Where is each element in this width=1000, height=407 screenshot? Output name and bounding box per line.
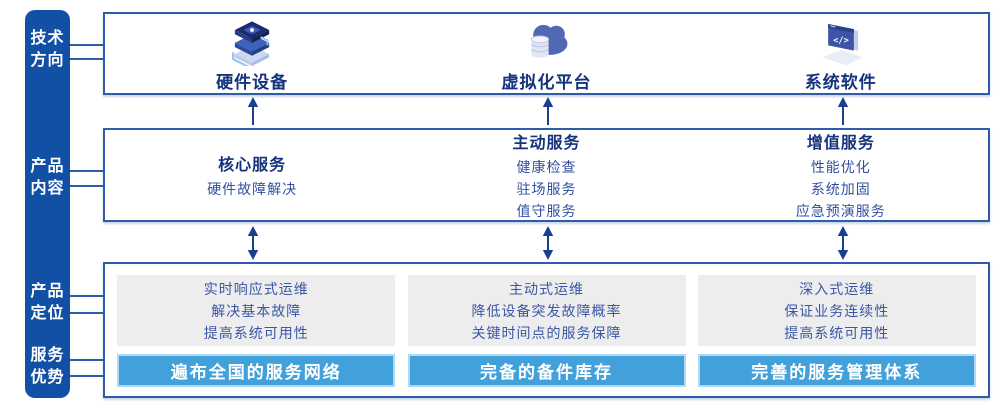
positioning-line: 实时响应式运维 <box>203 280 309 297</box>
server-stack-icon <box>232 21 270 66</box>
up-arrow <box>247 97 259 125</box>
content-column-proactive: 主动服务 健康检查 驻场服务 值守服务 <box>399 130 693 220</box>
connector-line <box>70 295 103 297</box>
up-arrow <box>837 97 849 125</box>
tech-column-virtualization: 虚拟化平台 <box>399 14 693 93</box>
product-content-box: 核心服务 硬件故障解决 主动服务 健康检查 驻场服务 值守服务 增值服务 性能优… <box>103 128 990 222</box>
advantage-banner: 完备的备件库存 <box>407 354 686 387</box>
service-item: 应急预演服务 <box>795 202 886 219</box>
tech-label-software: 系统软件 <box>804 73 877 92</box>
tech-direction-box: 硬件设备 虚拟化平台 </> <box>103 12 990 95</box>
tech-label-hardware: 硬件设备 <box>216 73 289 92</box>
positioning-line: 保证业务连续性 <box>784 302 890 319</box>
connector-line <box>70 170 103 172</box>
connector-line <box>70 359 103 361</box>
product-positioning-box: 实时响应式运维 解决基本故障 提高系统可用性 遍布全国的服务网络 主动式运维 降… <box>103 262 990 398</box>
svg-text:</>: </> <box>833 36 848 46</box>
connector-line <box>70 312 103 314</box>
service-heading: 主动服务 <box>512 134 581 152</box>
positioning-line: 关键时间点的服务保障 <box>471 324 622 341</box>
connector-line <box>70 44 103 46</box>
service-item: 硬件故障解决 <box>207 180 298 197</box>
positioning-column-realtime: 实时响应式运维 解决基本故障 提高系统可用性 遍布全国的服务网络 <box>117 275 396 387</box>
sidebar-label-product-content: 产品内容 <box>30 158 65 197</box>
double-arrow <box>837 226 849 260</box>
sidebar-label-product-position: 产品定位 <box>30 283 65 322</box>
connector-line <box>70 58 103 60</box>
connector-line <box>70 375 103 377</box>
advantage-banner: 完善的服务管理体系 <box>697 354 976 387</box>
positioning-column-proactive: 主动式运维 降低设备突发故障概率 关键时间点的服务保障 完备的备件库存 <box>407 275 686 387</box>
tech-column-software: </> 系统软件 <box>694 14 988 93</box>
sidebar-label-service-strength: 服务优势 <box>30 347 65 386</box>
up-arrow <box>542 97 554 125</box>
positioning-panel: 深入式运维 保证业务连续性 提高系统可用性 <box>697 275 976 346</box>
content-column-core: 核心服务 硬件故障解决 <box>105 130 399 220</box>
positioning-panel: 主动式运维 降低设备突发故障概率 关键时间点的服务保障 <box>407 275 686 346</box>
tech-column-hardware: 硬件设备 <box>105 14 399 93</box>
service-item: 性能优化 <box>810 158 871 175</box>
category-sidebar: 技术方向 产品内容 产品定位 服务优势 <box>25 10 70 398</box>
sidebar-label-tech-direction: 技术方向 <box>30 30 65 69</box>
positioning-column-indepth: 深入式运维 保证业务连续性 提高系统可用性 完善的服务管理体系 <box>697 275 976 387</box>
positioning-line: 主动式运维 <box>509 280 584 297</box>
positioning-line: 降低设备突发故障概率 <box>471 302 622 319</box>
positioning-line: 深入式运维 <box>799 280 875 297</box>
tech-label-virtualization: 虚拟化平台 <box>501 73 592 92</box>
double-arrow <box>542 226 554 260</box>
positioning-line: 解决基本故障 <box>211 302 302 319</box>
service-heading: 增值服务 <box>806 134 875 152</box>
positioning-line: 提高系统可用性 <box>203 324 309 341</box>
cloud-database-icon <box>531 24 568 58</box>
code-window-icon: </> <box>821 24 863 66</box>
service-item: 健康检查 <box>516 158 577 175</box>
service-item: 值守服务 <box>516 202 577 219</box>
service-item: 驻场服务 <box>516 180 577 197</box>
positioning-line: 提高系统可用性 <box>784 324 890 341</box>
double-arrow <box>247 226 259 260</box>
advantage-banner: 遍布全国的服务网络 <box>117 354 396 387</box>
positioning-panel: 实时响应式运维 解决基本故障 提高系统可用性 <box>117 275 396 346</box>
connector-line <box>70 185 103 187</box>
service-heading: 核心服务 <box>218 156 287 174</box>
content-column-value-added: 增值服务 性能优化 系统加固 应急预演服务 <box>694 130 988 220</box>
service-item: 系统加固 <box>810 180 871 197</box>
